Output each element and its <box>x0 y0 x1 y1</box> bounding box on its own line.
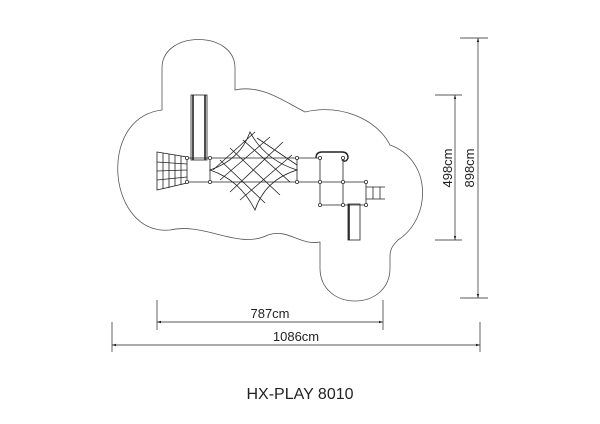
slide-bottom <box>347 203 361 241</box>
height-outer-label: 898cm <box>462 148 477 187</box>
dimension-height-inner <box>435 94 462 241</box>
safety-zone-outline <box>117 39 423 302</box>
height-inner-label: 498cm <box>440 148 455 187</box>
width-inner-label: 787cm <box>250 306 289 321</box>
width-outer-label: 1086cm <box>273 329 319 344</box>
product-title: HX-PLAY 8010 <box>246 386 353 403</box>
slide-top <box>190 94 208 161</box>
panel-element <box>315 151 349 162</box>
dimension-width-inner <box>156 300 384 330</box>
spider-net <box>208 131 299 212</box>
right-platform <box>296 157 367 206</box>
dimension-height-outer <box>460 37 488 299</box>
dimension-width-outer <box>111 322 481 352</box>
ladder <box>366 186 385 200</box>
climbing-net-left <box>156 151 188 191</box>
play-structure <box>156 94 385 241</box>
